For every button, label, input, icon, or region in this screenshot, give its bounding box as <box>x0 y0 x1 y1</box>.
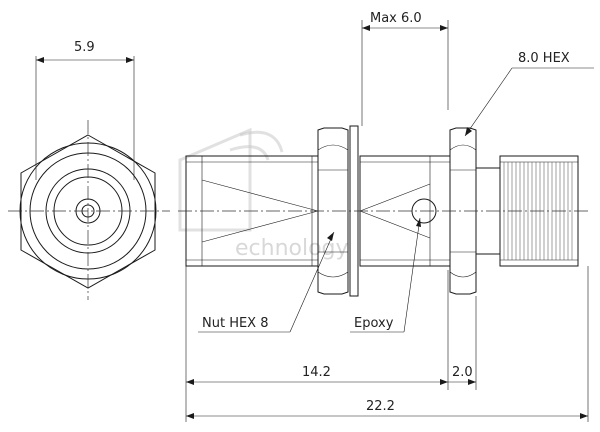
front-view: 5.9 <box>8 40 170 300</box>
dim-flange-length: 2.0 <box>452 365 473 380</box>
callout-epoxy: Epoxy <box>354 316 394 331</box>
dim-max-length: Max 6.0 <box>370 11 422 26</box>
dim-hex-size: 8.0 HEX <box>518 51 570 66</box>
dim-face-across: 5.9 <box>74 40 95 55</box>
dim-body-length: 14.2 <box>302 365 331 380</box>
side-view: Max 6.0 8.0 HEX Nut HEX 8 Epoxy 14.2 2.0 <box>178 11 594 422</box>
dim-overall-length: 22.2 <box>366 399 395 414</box>
rear-hex <box>449 127 477 295</box>
nut-hex <box>317 127 349 295</box>
watermark-text: echnology <box>235 236 349 261</box>
watermark-logo: echnology <box>178 127 349 261</box>
callout-nut: Nut HEX 8 <box>202 316 269 331</box>
